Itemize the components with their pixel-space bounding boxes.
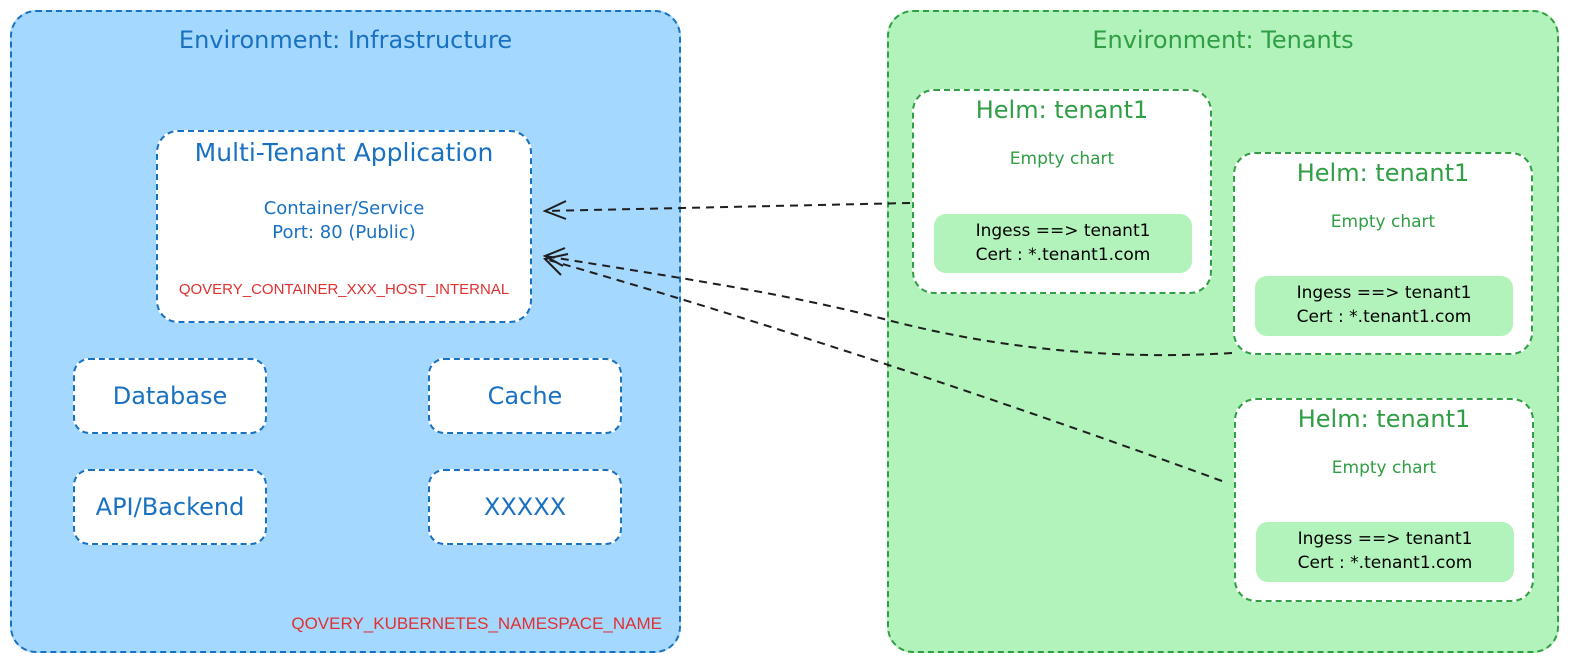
tenant-helm-box[interactable]: Helm: tenant1 Empty chart Ingess ==> ten…: [1234, 398, 1534, 602]
tenant-chart-label: Empty chart: [1009, 149, 1115, 169]
tenant-ingress-label: Ingess ==> tenant1: [975, 221, 1151, 241]
xxxxx-box[interactable]: XXXXX: [428, 469, 622, 545]
tenant-ingress-box: Ingess ==> tenant1 Cert : *.tenant1.com: [1256, 522, 1514, 582]
tenant-chart-label: Empty chart: [1331, 458, 1437, 478]
tenant-helm-title: Helm: tenant1: [975, 96, 1149, 124]
tenant-helm-box[interactable]: Helm: tenant1 Empty chart Ingess ==> ten…: [912, 89, 1212, 294]
host-internal-variable: QOVERY_CONTAINER_XXX_HOST_INTERNAL: [178, 281, 510, 298]
cache-label: Cache: [487, 382, 563, 410]
multi-tenant-application-box[interactable]: Multi-Tenant Application Container/Servi…: [156, 130, 532, 323]
tenant-cert-label: Cert : *.tenant1.com: [1296, 307, 1472, 327]
tenant-ingress-box: Ingess ==> tenant1 Cert : *.tenant1.com: [1255, 276, 1513, 336]
application-container-label: Container/Service: [263, 198, 425, 219]
tenant-helm-title: Helm: tenant1: [1297, 405, 1471, 433]
tenant-helm-title: Helm: tenant1: [1296, 159, 1470, 187]
application-port-label: Port: 80 (Public): [272, 222, 416, 243]
tenant-to-app-arrow: [544, 255, 1233, 357]
xxxxx-label: XXXXX: [483, 493, 567, 521]
namespace-variable: QOVERY_KUBERNETES_NAMESPACE_NAME: [291, 614, 662, 633]
api-backend-label: API/Backend: [95, 493, 245, 521]
infrastructure-title: Environment: Infrastructure: [178, 26, 513, 54]
api-backend-box[interactable]: API/Backend: [73, 469, 267, 545]
cache-box[interactable]: Cache: [428, 358, 622, 434]
tenants-title: Environment: Tenants: [1092, 26, 1354, 54]
arrow-head-icon: [542, 200, 567, 220]
tenant-cert-label: Cert : *.tenant1.com: [1297, 553, 1473, 573]
tenant-cert-label: Cert : *.tenant1.com: [975, 245, 1151, 265]
tenant-ingress-label: Ingess ==> tenant1: [1297, 529, 1473, 549]
database-label: Database: [112, 382, 228, 410]
arrow-head-icon: [542, 247, 566, 267]
database-box[interactable]: Database: [73, 358, 267, 434]
arrow-head-icon: [542, 253, 569, 276]
tenant-chart-label: Empty chart: [1330, 212, 1436, 232]
tenant-to-app-arrow: [544, 202, 911, 212]
tenant-helm-box[interactable]: Helm: tenant1 Empty chart Ingess ==> ten…: [1233, 152, 1533, 355]
application-title: Multi-Tenant Application: [194, 138, 494, 167]
tenant-ingress-box: Ingess ==> tenant1 Cert : *.tenant1.com: [934, 214, 1192, 273]
tenant-ingress-label: Ingess ==> tenant1: [1296, 283, 1472, 303]
tenant-to-app-arrow: [544, 258, 1223, 482]
infrastructure-environment: Environment: Infrastructure: [10, 10, 681, 653]
